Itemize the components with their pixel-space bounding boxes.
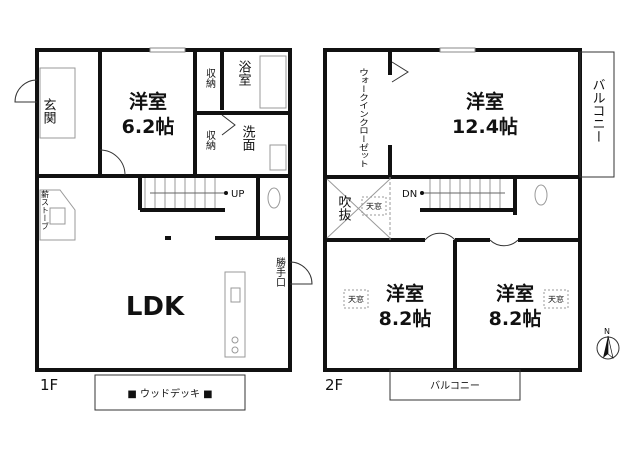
skylight-label: 天窓 bbox=[548, 294, 564, 304]
room-a-name: 洋室 bbox=[386, 282, 424, 305]
wood-deck-label: ■ ウッドデッキ ■ bbox=[127, 387, 212, 400]
floor-2: DN ウォークインクローゼット 洋室 12.4帖 バルコニー 吹抜 天窓 天窓 … bbox=[323, 47, 615, 401]
atrium-label: 吹抜 bbox=[336, 195, 352, 221]
room-b-name: 洋室 bbox=[496, 282, 534, 305]
north-arrow-icon: N bbox=[596, 327, 620, 360]
compass-label: N bbox=[604, 327, 610, 336]
bottom-balcony bbox=[389, 369, 521, 401]
floor-1: UP 玄関 洋室 6.2帖 収納 収納 浴室 洗面 薪ストーブ LDK 勝手口 … bbox=[14, 47, 313, 411]
room-b-size: 8.2帖 bbox=[489, 307, 542, 330]
floor2-label: 2F bbox=[325, 376, 343, 394]
room1-name: 洋室 bbox=[129, 90, 167, 113]
stairs-2f[interactable] bbox=[422, 179, 505, 208]
bath-label: 浴室 bbox=[236, 60, 252, 86]
floor1-label: 1F bbox=[40, 376, 58, 394]
wic-label: ウォークインクローゼット bbox=[357, 68, 369, 168]
stove-label: 薪ストーブ bbox=[41, 189, 50, 230]
wood-deck bbox=[94, 374, 246, 411]
stairs-down-label: DN bbox=[402, 189, 417, 200]
ldk-label: LDK bbox=[126, 292, 185, 322]
room1-size: 6.2帖 bbox=[122, 115, 175, 138]
storage-2-label: 収納 bbox=[204, 130, 216, 151]
stairs-1f[interactable] bbox=[144, 178, 225, 208]
bottom-balcony-label: バルコニー bbox=[430, 380, 480, 392]
skylight-label: 天窓 bbox=[366, 201, 382, 211]
side-balcony-label: バルコニー bbox=[590, 78, 606, 143]
skylight-label: 天窓 bbox=[348, 294, 364, 304]
side-balcony bbox=[579, 51, 615, 178]
main-room-size: 12.4帖 bbox=[452, 115, 518, 138]
washroom-label: 洗面 bbox=[240, 125, 256, 151]
genkan-label: 玄関 bbox=[41, 98, 57, 125]
back-door-label: 勝手口 bbox=[274, 256, 286, 287]
room-a-size: 8.2帖 bbox=[379, 307, 432, 330]
main-room-name: 洋室 bbox=[466, 90, 504, 113]
stairs-up-label: UP bbox=[231, 189, 244, 200]
storage-1-label: 収納 bbox=[204, 68, 216, 89]
